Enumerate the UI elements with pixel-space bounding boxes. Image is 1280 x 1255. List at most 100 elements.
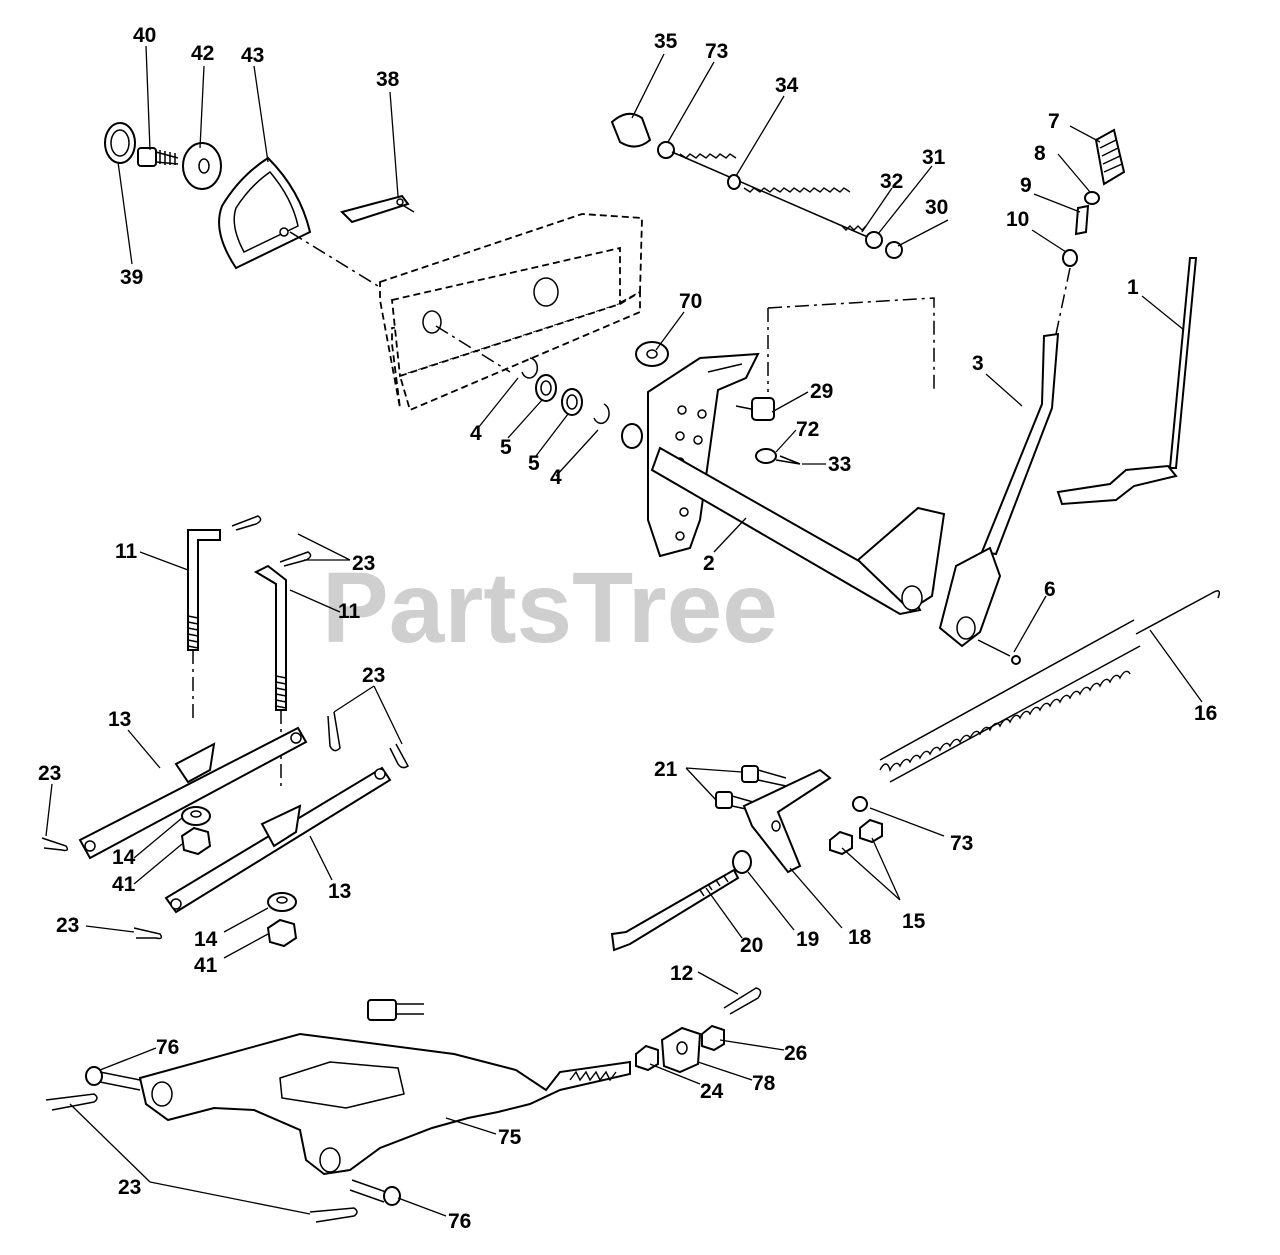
callout-76-top: 76 xyxy=(156,1036,179,1059)
callout-18: 18 xyxy=(848,926,872,949)
part-1-rod[interactable] xyxy=(1056,257,1198,506)
callout-24: 24 xyxy=(700,1080,724,1103)
part-13-link-b[interactable] xyxy=(164,766,392,914)
callout-13-top: 13 xyxy=(108,708,131,731)
part-9-rod[interactable] xyxy=(1074,204,1090,236)
callout-39: 39 xyxy=(120,266,143,289)
part-76-pin-a[interactable] xyxy=(85,1066,141,1091)
part-70-bushing[interactable] xyxy=(635,341,669,367)
callout-3: 3 xyxy=(972,352,984,375)
callout-21: 21 xyxy=(654,758,678,781)
callout-23-left: 23 xyxy=(38,762,61,785)
part-23-hairpin-a[interactable] xyxy=(231,515,262,531)
frame-outline xyxy=(379,213,643,412)
part-23-hairpin-d[interactable] xyxy=(389,743,409,769)
callout-23-bottom: 23 xyxy=(118,1176,141,1199)
callout-73-top: 73 xyxy=(705,40,728,63)
part-30-nut[interactable] xyxy=(885,241,903,259)
callout-2: 2 xyxy=(703,552,715,575)
part-29-stop-bolt[interactable] xyxy=(735,397,775,421)
part-75-plate[interactable] xyxy=(138,999,631,1176)
axis-line-lever xyxy=(1055,267,1071,335)
callout-26: 26 xyxy=(784,1042,807,1065)
part-76-pin-b[interactable] xyxy=(349,1179,401,1206)
part-34-rod[interactable] xyxy=(671,151,871,239)
part-43-bracket[interactable] xyxy=(218,156,312,270)
part-15-nuts[interactable] xyxy=(829,818,883,856)
part-4-ring-a[interactable] xyxy=(521,357,539,379)
part-41-nut-a[interactable] xyxy=(180,826,212,856)
part-8-collar[interactable] xyxy=(1084,191,1100,205)
part-40-bolt[interactable] xyxy=(137,147,179,167)
part-24-nut[interactable] xyxy=(635,1044,659,1072)
callout-8: 8 xyxy=(1034,142,1046,165)
part-23-hairpin-g[interactable] xyxy=(45,1093,98,1111)
part-73-nut-b[interactable] xyxy=(852,796,868,812)
part-42-washer[interactable] xyxy=(182,142,222,190)
callout-4-left: 4 xyxy=(470,422,482,445)
callout-78: 78 xyxy=(752,1072,776,1095)
callout-34: 34 xyxy=(775,74,799,97)
callout-13-bottom: 13 xyxy=(328,880,351,903)
axis-line-43 xyxy=(289,231,379,287)
part-7-grip[interactable] xyxy=(1094,128,1126,186)
callout-7: 7 xyxy=(1048,110,1060,133)
callout-23-mid: 23 xyxy=(362,664,385,687)
part-19-washer[interactable] xyxy=(732,850,752,874)
part-5-washer-b[interactable] xyxy=(561,388,583,416)
part-23-hairpin-f[interactable] xyxy=(133,927,163,940)
part-2-lift-shaft[interactable] xyxy=(621,352,946,616)
part-3-lever[interactable] xyxy=(938,332,1060,648)
callout-33: 33 xyxy=(828,453,851,476)
leader-lines xyxy=(45,45,1203,1217)
part-10-nut[interactable] xyxy=(1062,249,1078,267)
part-33-cotter-pin[interactable] xyxy=(775,455,801,465)
part-23-hairpin-h[interactable] xyxy=(309,1207,358,1223)
callout-5-right: 5 xyxy=(528,452,540,475)
part-23-hairpin-e[interactable] xyxy=(41,837,69,852)
part-26-nut[interactable] xyxy=(701,1024,725,1052)
part-4-ring-b[interactable] xyxy=(593,403,610,425)
callout-38: 38 xyxy=(376,68,400,91)
callout-4-right: 4 xyxy=(550,466,562,489)
part-73-nut-a[interactable] xyxy=(657,141,675,159)
callout-41-bottom: 41 xyxy=(194,954,218,977)
part-21-bolts[interactable] xyxy=(715,765,787,813)
part-16-spring[interactable] xyxy=(879,590,1221,783)
part-13-link-a[interactable] xyxy=(78,726,308,860)
part-32-spring[interactable] xyxy=(841,225,867,231)
part-18-bracket[interactable] xyxy=(742,768,832,874)
callout-40: 40 xyxy=(133,24,156,47)
part-12-hairpin[interactable] xyxy=(723,987,762,1015)
watermark-text: PartsTree xyxy=(322,552,778,664)
callout-23-lower: 23 xyxy=(56,914,79,937)
part-39-bushing[interactable] xyxy=(104,122,136,164)
callout-labels: 40 42 43 38 39 35 73 34 7 8 9 10 31 32 3… xyxy=(38,24,1217,1233)
part-6-bolt[interactable] xyxy=(977,639,1021,665)
callout-42: 42 xyxy=(191,42,214,65)
part-14-washer-b[interactable] xyxy=(267,892,297,912)
part-11-l-bolt-b[interactable] xyxy=(253,564,287,711)
callout-5-left: 5 xyxy=(500,436,512,459)
part-72-washer[interactable] xyxy=(755,448,777,464)
part-38-clip[interactable] xyxy=(340,194,415,224)
callout-9: 9 xyxy=(1020,174,1032,197)
callout-30: 30 xyxy=(925,196,948,219)
callout-23-top: 23 xyxy=(352,552,375,575)
part-41-nut-b[interactable] xyxy=(266,918,298,948)
part-23-hairpin-b[interactable] xyxy=(279,551,312,567)
part-35-knob[interactable] xyxy=(610,112,652,148)
part-14-washer-a[interactable] xyxy=(181,806,211,826)
callout-73-bottom: 73 xyxy=(950,832,973,855)
callout-43: 43 xyxy=(241,44,264,67)
axis-line-29 xyxy=(767,297,935,392)
callout-70: 70 xyxy=(679,290,702,313)
callout-32: 32 xyxy=(880,170,903,193)
part-20-bolt[interactable] xyxy=(610,868,740,952)
part-23-hairpin-c[interactable] xyxy=(327,711,341,752)
part-5-washer-a[interactable] xyxy=(535,374,557,402)
part-31-washer[interactable] xyxy=(865,231,883,249)
part-78-clevis[interactable] xyxy=(660,1026,702,1074)
part-11-l-bolt-a[interactable] xyxy=(187,529,221,651)
